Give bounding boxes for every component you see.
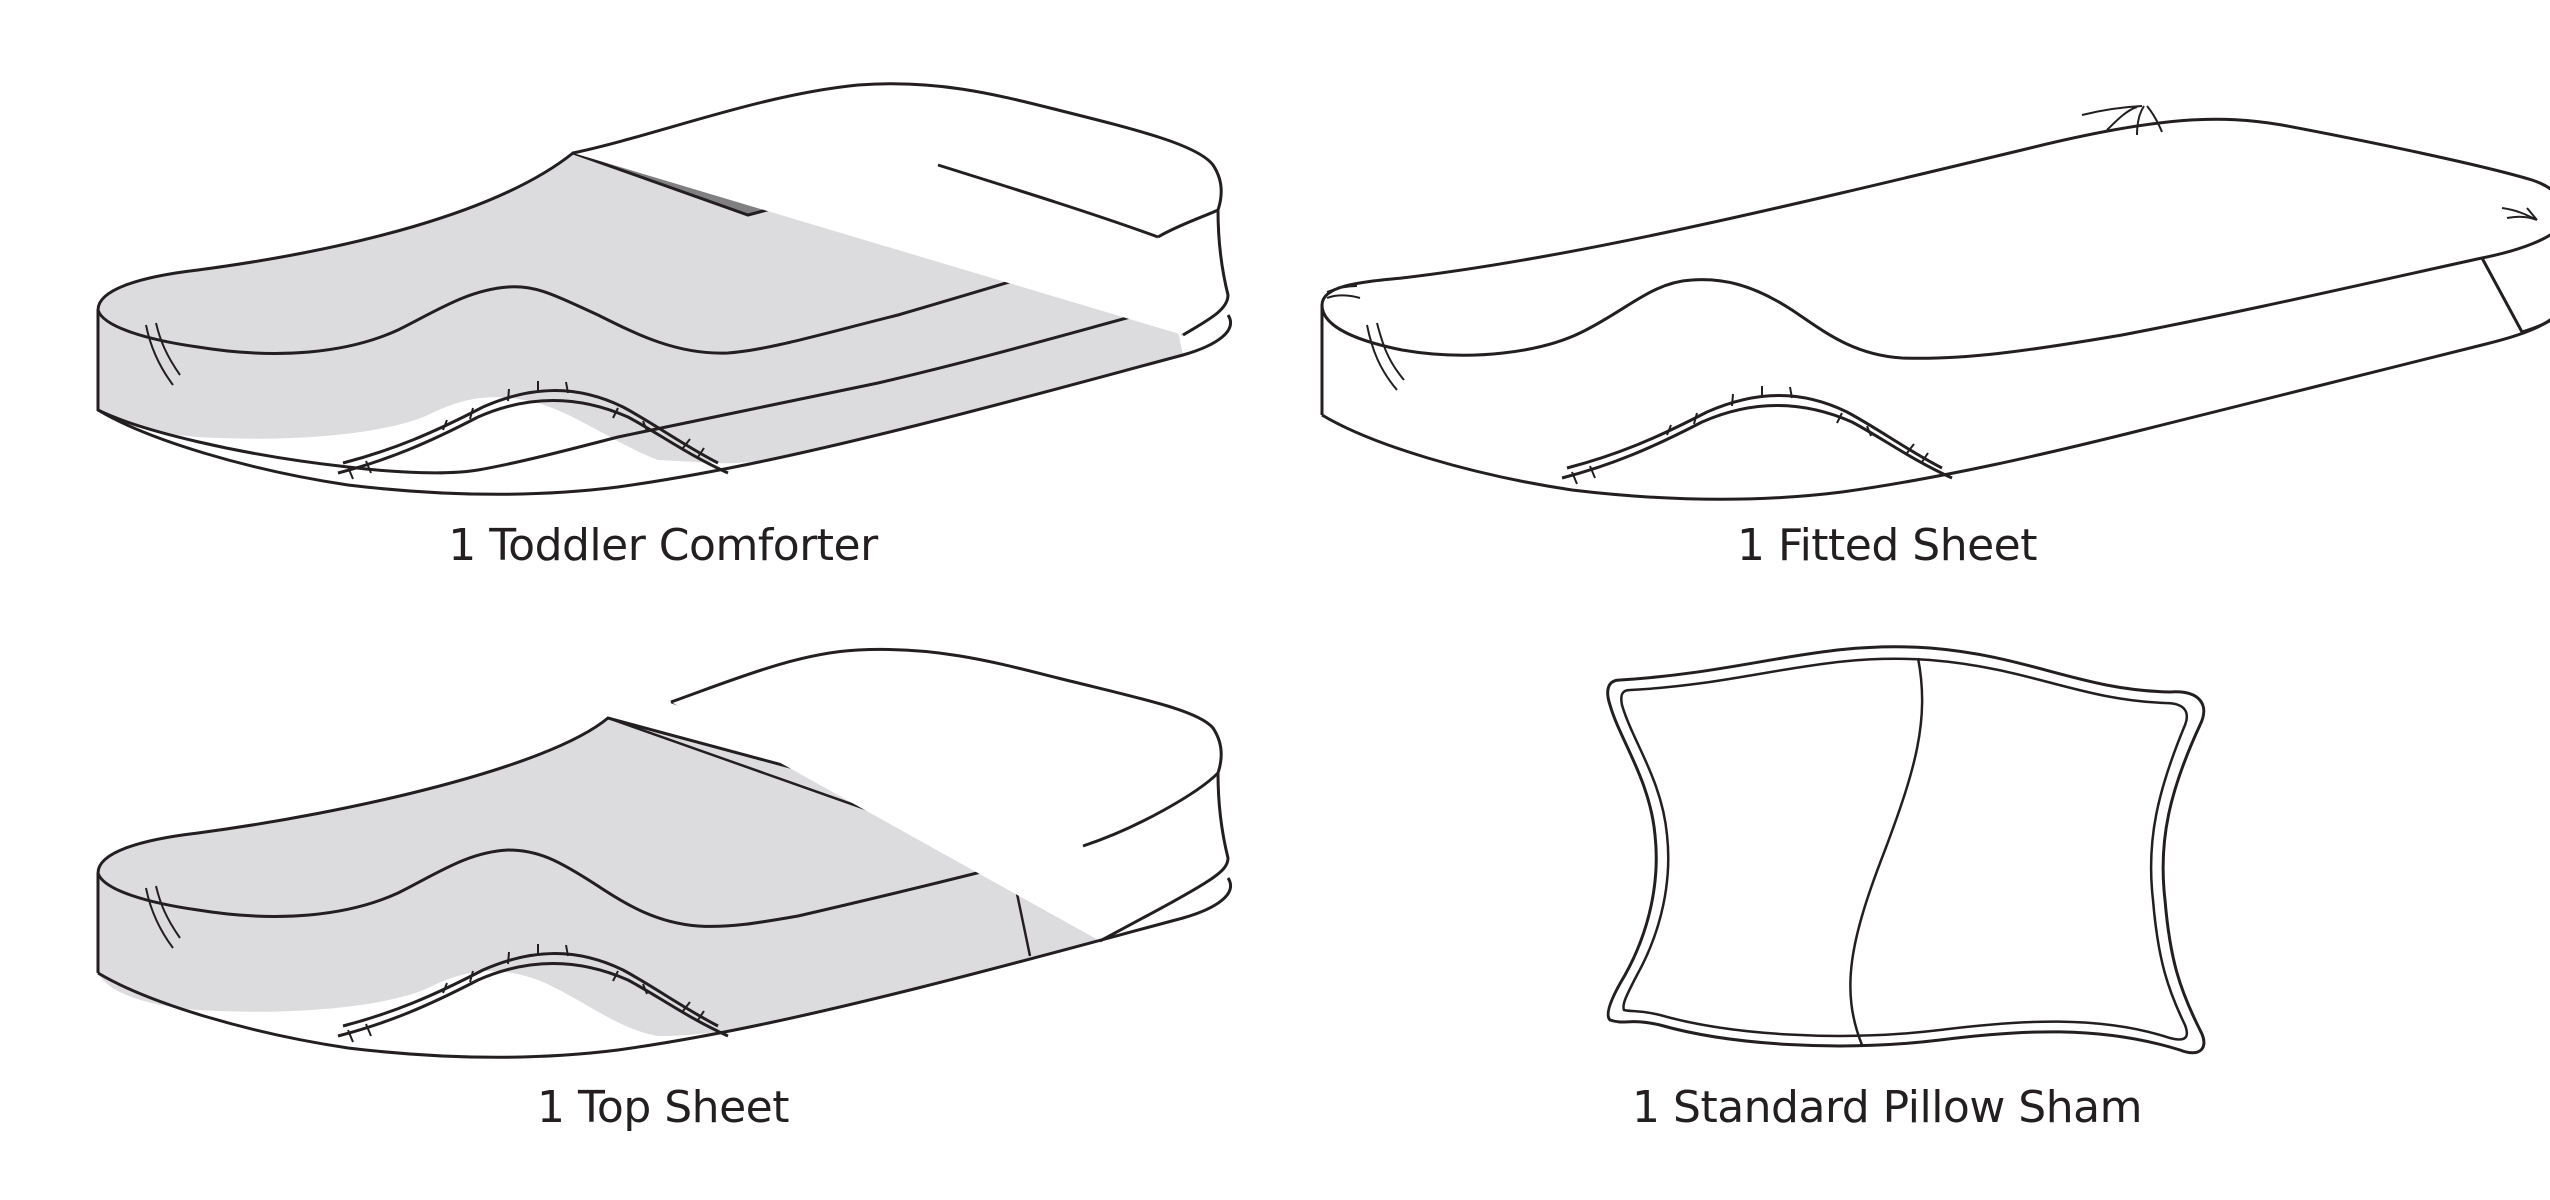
fitted-sheet-label: 1 Fitted Sheet xyxy=(1736,520,2038,571)
top-sheet-label: 1 Top Sheet xyxy=(537,1082,789,1133)
pillow-sham-drawing xyxy=(1606,645,2206,1055)
pillow-sham-label: 1 Standard Pillow Sham xyxy=(1632,1082,2142,1133)
top-sheet-drawing xyxy=(96,647,1232,1059)
fitted-sheet-drawing xyxy=(1320,105,2550,501)
toddler-comforter-label: 1 Toddler Comforter xyxy=(448,520,878,571)
toddler-comforter-drawing xyxy=(96,82,1232,496)
